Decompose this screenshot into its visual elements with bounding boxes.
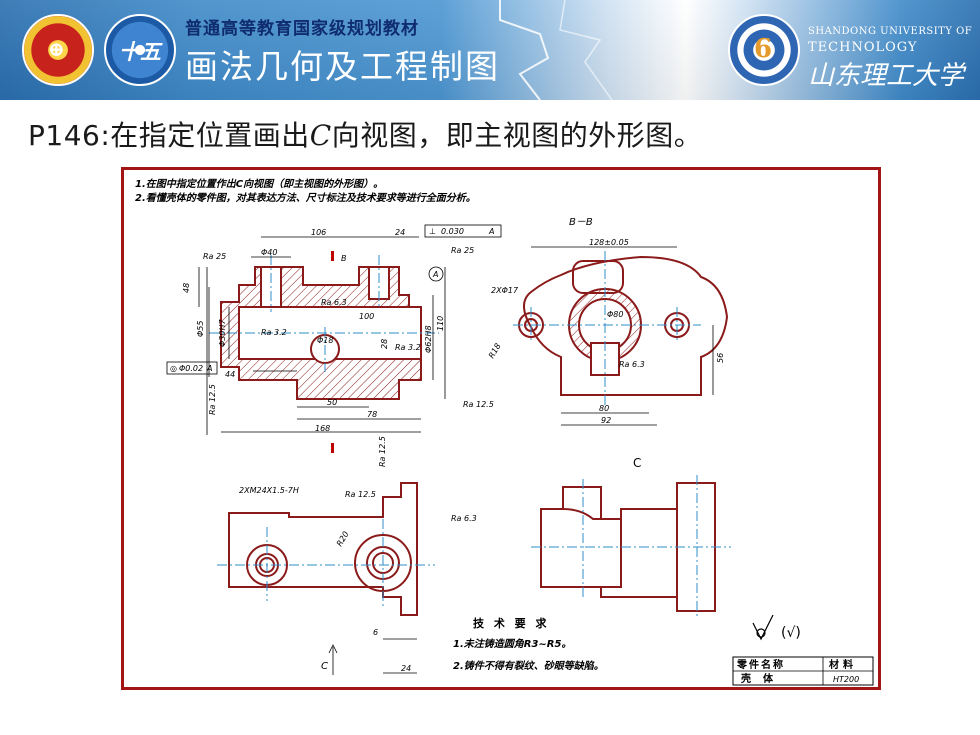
datum-a-label: A xyxy=(432,270,438,279)
ra125-left: Ra 12.5 xyxy=(208,384,217,415)
title-block-name-label: 零件名称 xyxy=(736,658,785,671)
tech-req-title: 技 术 要 求 xyxy=(473,616,550,630)
ra63-main: Ra 6.3 xyxy=(321,298,347,307)
dim-40-dia: Φ40 xyxy=(261,248,277,257)
instruction-1: 1.在图中指定位置作出C向视图（即主视图的外形图）。 xyxy=(135,178,383,190)
logo2-text: 十五 xyxy=(119,39,161,64)
section-mark-b-bottom xyxy=(331,443,334,453)
dim-80: 80 xyxy=(599,404,609,413)
ra25-left: Ra 25 xyxy=(203,252,226,261)
dim-2x17: 2XΦ17 xyxy=(491,286,519,295)
textbook-seal-logo: ⊕ xyxy=(22,14,94,86)
tech-req-1: 1.未注铸造圆角R3~R5。 xyxy=(453,638,571,650)
dim-92: 92 xyxy=(601,416,611,425)
top-view-outline xyxy=(228,482,418,616)
view-c-label: C xyxy=(633,456,641,470)
perpendicularity-frame xyxy=(424,224,502,238)
ra63-section: Ra 6.3 xyxy=(619,360,645,369)
fifteen-plan-logo: 十五 xyxy=(104,14,176,86)
roughness-other: (√) xyxy=(781,625,801,641)
university-name-en-line2: TECHNOLOGY xyxy=(808,40,918,55)
concentric-value: Φ0.02 xyxy=(179,364,203,373)
dim-55: Φ55 xyxy=(196,321,205,337)
perp-datum: A xyxy=(488,227,494,236)
dim-106: 106 xyxy=(311,228,326,237)
engineering-drawing: 1.在图中指定位置作出C向视图（即主视图的外形图）。 2.看懂壳体的零件图，对其… xyxy=(121,167,881,690)
view-c-answer xyxy=(540,482,716,612)
arrow-c-label: C xyxy=(321,661,328,672)
dim-100: 100 xyxy=(359,312,374,321)
dim-56: 56 xyxy=(716,353,725,363)
roughness-symbol xyxy=(752,614,774,641)
heading-prefix: P146:在指定位置画出 xyxy=(28,119,310,152)
section-b-label: B xyxy=(341,254,347,263)
section-view-dim-lines xyxy=(531,246,714,426)
university-name-cn: 山东理工大学 xyxy=(808,61,965,91)
dim-28: 28 xyxy=(380,339,389,349)
perp-value: 0.030 xyxy=(441,227,464,236)
concentric-symbol: ◎ xyxy=(170,364,177,373)
heading-suffix: 向视图，即主视图的外形图。 xyxy=(331,119,703,152)
header-title: 画法几何及工程制图 xyxy=(185,47,500,86)
view-c-outline xyxy=(540,482,716,612)
ra125-top: Ra 12.5 xyxy=(345,490,376,499)
heading-view-letter: C xyxy=(309,119,332,152)
perp-symbol: ⊥ xyxy=(429,227,436,236)
ra125-main: Ra 12.5 xyxy=(463,400,494,409)
ra63-top: Ra 6.3 xyxy=(451,514,477,523)
datum-a-circle xyxy=(428,266,444,282)
university-emblem-logo: 6 xyxy=(728,14,800,86)
main-view-centerlines xyxy=(209,255,439,372)
ra32-right: Ra 3.2 xyxy=(395,343,421,352)
dim-6: 6 xyxy=(373,628,378,637)
ra125-top-rotated: Ra 12.5 xyxy=(378,436,387,467)
dim-80-dia: Φ80 xyxy=(607,310,623,319)
thread-spec: 2XM24X1.5-7H xyxy=(239,486,299,495)
dim-24-bottom: 24 xyxy=(401,664,411,673)
section-view-centerlines xyxy=(513,251,701,407)
dim-128: 128±0.05 xyxy=(589,238,629,247)
dim-50: 50 xyxy=(327,398,337,407)
dim-30h7: Φ30H7 xyxy=(218,319,227,347)
drawing-frame xyxy=(121,167,881,690)
title-block-name: 壳体 xyxy=(740,672,785,685)
title-block: 零件名称 材料 壳体 HT200 xyxy=(732,656,874,686)
dim-62h8: Φ62H8 xyxy=(424,325,433,353)
dim-44: 44 xyxy=(225,370,235,379)
top-view-centerlines xyxy=(217,519,435,607)
concentric-datum: A xyxy=(206,364,212,373)
concentricity-frame xyxy=(166,361,218,375)
ra25-right: Ra 25 xyxy=(451,246,474,255)
dim-48: 48 xyxy=(182,283,191,293)
top-view-dim-lines xyxy=(328,638,417,675)
title-block-material-label: 材料 xyxy=(829,658,857,671)
dim-110: 110 xyxy=(436,316,445,331)
header-banner: ⊕ 十五 普通高等教育国家级规划教材 画法几何及工程制图 6 SHANDONG … xyxy=(0,0,980,100)
header-subtitle: 普通高等教育国家级规划教材 xyxy=(185,19,419,39)
header-decoration xyxy=(499,0,613,100)
main-view-dims: 106 24 ⊥ 0.030 A Φ40 Ra 25 Ra 25 B 48 Φ5… xyxy=(166,224,502,433)
instruction-2: 2.看懂壳体的零件图，对其表达方法、尺寸标注及技术要求等进行全面分析。 xyxy=(135,192,476,204)
title-block-material: HT200 xyxy=(833,675,859,684)
section-b-outline xyxy=(523,255,729,396)
dim-24: 24 xyxy=(395,228,405,237)
dim-18: Φ18 xyxy=(317,336,333,345)
university-name-en-line1: SHANDONG UNIVERSITY OF xyxy=(808,26,973,37)
slide-heading: P146:在指定位置画出C向视图，即主视图的外形图。 xyxy=(28,114,702,154)
section-mark-b-top xyxy=(331,251,334,261)
view-c-centerlines xyxy=(531,475,731,619)
section-title: B－B xyxy=(569,217,593,228)
ra32-left: Ra 3.2 xyxy=(261,328,287,337)
dim-168: 168 xyxy=(315,424,330,433)
dim-78: 78 xyxy=(367,410,377,419)
tech-req-2: 2.铸件不得有裂纹、砂眼等缺陷。 xyxy=(453,660,604,672)
